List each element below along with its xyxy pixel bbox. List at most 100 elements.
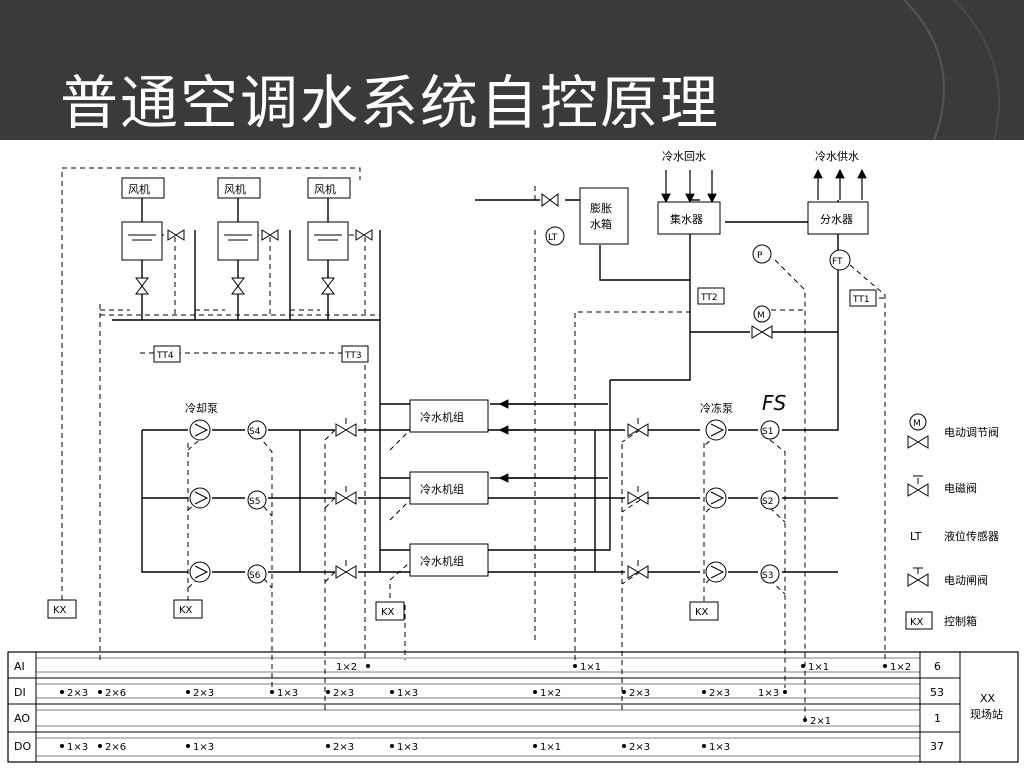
page-title: 普通空调水系统自控原理 — [60, 69, 721, 137]
svg-text:1×3: 1×3 — [277, 688, 298, 699]
chilled-pump-label: 冷冻泵 — [700, 401, 733, 415]
handwritten-fs: FS — [762, 391, 787, 415]
svg-text:2×3: 2×3 — [333, 688, 354, 699]
svg-text:TT1: TT1 — [852, 295, 870, 305]
svg-text:TT3: TT3 — [344, 351, 362, 361]
svg-text:冷水机组: 冷水机组 — [420, 410, 464, 424]
gate-valve-icon — [907, 573, 929, 587]
kx-box-icon — [905, 611, 933, 630]
svg-text:M: M — [757, 311, 765, 321]
svg-text:KX: KX — [910, 617, 924, 628]
svg-text:S6: S6 — [249, 571, 261, 581]
solenoid-valve-icon — [907, 483, 929, 497]
svg-text:KX: KX — [381, 607, 395, 618]
svg-text:KX: KX — [53, 605, 67, 616]
chiller-3: 冷水机组 — [409, 543, 489, 577]
svg-text:1×2: 1×2 — [336, 662, 357, 673]
svg-text:2×3: 2×3 — [67, 688, 88, 699]
kx-panel-4: KX — [689, 601, 719, 621]
lt-instrument: LT — [548, 233, 558, 243]
fan-label: 风机 — [128, 182, 150, 196]
svg-text:电动闸阀: 电动闸阀 — [944, 573, 988, 587]
chilled-pumps — [705, 419, 727, 583]
legend-item-level: LT 液位传感器 — [910, 529, 999, 543]
svg-text:2×3: 2×3 — [709, 688, 730, 699]
coil-valves — [135, 229, 373, 295]
svg-text:1×3: 1×3 — [67, 742, 88, 753]
fan-unit-3: 风机 — [307, 177, 351, 261]
tt2: TT2 — [697, 287, 725, 305]
total-do: 37 — [930, 740, 944, 753]
supply-header: 分水器 — [807, 201, 869, 235]
return-header: 集水器 — [657, 201, 721, 235]
svg-text:KX: KX — [695, 607, 709, 618]
pressure-sensor: P — [752, 244, 772, 264]
station-label: 现场站 — [970, 707, 1003, 721]
svg-text:冷水机组: 冷水机组 — [420, 482, 464, 496]
kx-panel-3: KX — [375, 601, 405, 621]
expansion-tank: 膨胀 水箱 LT — [541, 187, 629, 246]
svg-text:1×3: 1×3 — [397, 742, 418, 753]
svg-text:1×3: 1×3 — [193, 742, 214, 753]
svg-text:分水器: 分水器 — [820, 213, 853, 226]
svg-text:LT: LT — [910, 530, 922, 543]
chiller-2: 冷水机组 — [409, 471, 489, 505]
svg-text:液位传感器: 液位传感器 — [944, 529, 999, 543]
svg-text:M: M — [913, 419, 921, 429]
svg-text:S3: S3 — [762, 571, 773, 581]
svg-text:S5: S5 — [249, 497, 260, 507]
svg-text:2×3: 2×3 — [193, 688, 214, 699]
svg-text:S2: S2 — [762, 497, 773, 507]
svg-text:2×3: 2×3 — [629, 742, 650, 753]
kx-panel-1: KX — [47, 599, 77, 619]
total-di: 53 — [930, 686, 944, 699]
legend-item-solenoid: 电磁阀 — [907, 475, 977, 497]
station-label: XX — [980, 692, 996, 705]
bypass-motor-valve: M — [751, 305, 773, 339]
io-row-ai: AI — [14, 660, 25, 673]
svg-text:控制箱: 控制箱 — [944, 614, 977, 628]
fan-label: 风机 — [224, 182, 246, 196]
io-table: AI DI AO DO 6 53 1 37 XX 现场站 1×2 1×1 1×1… — [7, 651, 1019, 763]
svg-text:1×2: 1×2 — [540, 688, 561, 699]
svg-text:2×3: 2×3 — [333, 742, 354, 753]
svg-text:水箱: 水箱 — [590, 217, 612, 231]
total-ao: 1 — [934, 712, 941, 725]
flow-transmitter: FT — [829, 249, 851, 271]
fan-unit-1: 风机 — [121, 177, 165, 261]
svg-text:2×6: 2×6 — [105, 688, 126, 699]
flow-switches: S1 S2 S3 S4 S5 S6 — [247, 420, 780, 584]
svg-text:1×3: 1×3 — [758, 688, 779, 699]
svg-text:TT2: TT2 — [700, 293, 718, 303]
svg-text:1×2: 1×2 — [890, 662, 911, 673]
header-decoration — [903, 0, 1000, 140]
svg-text:S4: S4 — [249, 427, 261, 437]
svg-text:1×3: 1×3 — [397, 688, 418, 699]
cooling-pump-label: 冷却泵 — [185, 402, 218, 415]
chw-return-label: 冷水回水 — [662, 150, 706, 163]
legend-item-motor-valve: M 电动调节阀 — [907, 413, 999, 449]
svg-text:1×1: 1×1 — [808, 662, 829, 673]
svg-text:P: P — [757, 251, 763, 261]
chiller-valves — [335, 418, 649, 579]
io-row-do: DO — [14, 740, 31, 753]
io-row-di: DI — [14, 686, 26, 699]
svg-text:集水器: 集水器 — [670, 212, 703, 226]
fan-label: 风机 — [314, 182, 336, 196]
total-ai: 6 — [934, 660, 941, 673]
svg-text:2×3: 2×3 — [629, 688, 650, 699]
svg-text:2×6: 2×6 — [105, 742, 126, 753]
flow-arrows — [498, 168, 867, 483]
chiller-1: 冷水机组 — [409, 399, 489, 433]
legend-item-kx: KX 控制箱 — [905, 611, 977, 630]
svg-text:S1: S1 — [762, 427, 773, 437]
svg-text:膨胀: 膨胀 — [590, 201, 612, 215]
kx-panel-2: KX — [173, 599, 203, 619]
svg-text:电磁阀: 电磁阀 — [944, 481, 977, 495]
svg-text:1×1: 1×1 — [540, 742, 561, 753]
io-row-ao: AO — [14, 712, 30, 725]
svg-text:2×1: 2×1 — [810, 716, 831, 727]
svg-text:KX: KX — [179, 605, 193, 616]
svg-text:1×1: 1×1 — [580, 662, 601, 673]
fan-unit-2: 风机 — [217, 177, 261, 261]
